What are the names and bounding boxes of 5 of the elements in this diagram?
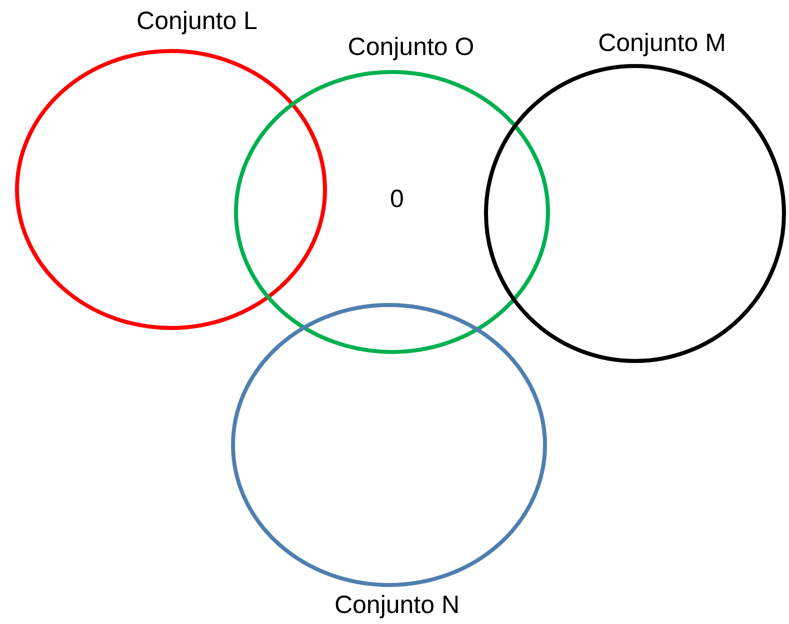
set-label: Conjunto L — [136, 6, 258, 36]
set-label: Conjunto M — [598, 28, 726, 58]
set-label: Conjunto O — [348, 32, 474, 62]
set-label: Conjunto N — [334, 590, 460, 620]
region-value: 0 — [390, 184, 404, 214]
